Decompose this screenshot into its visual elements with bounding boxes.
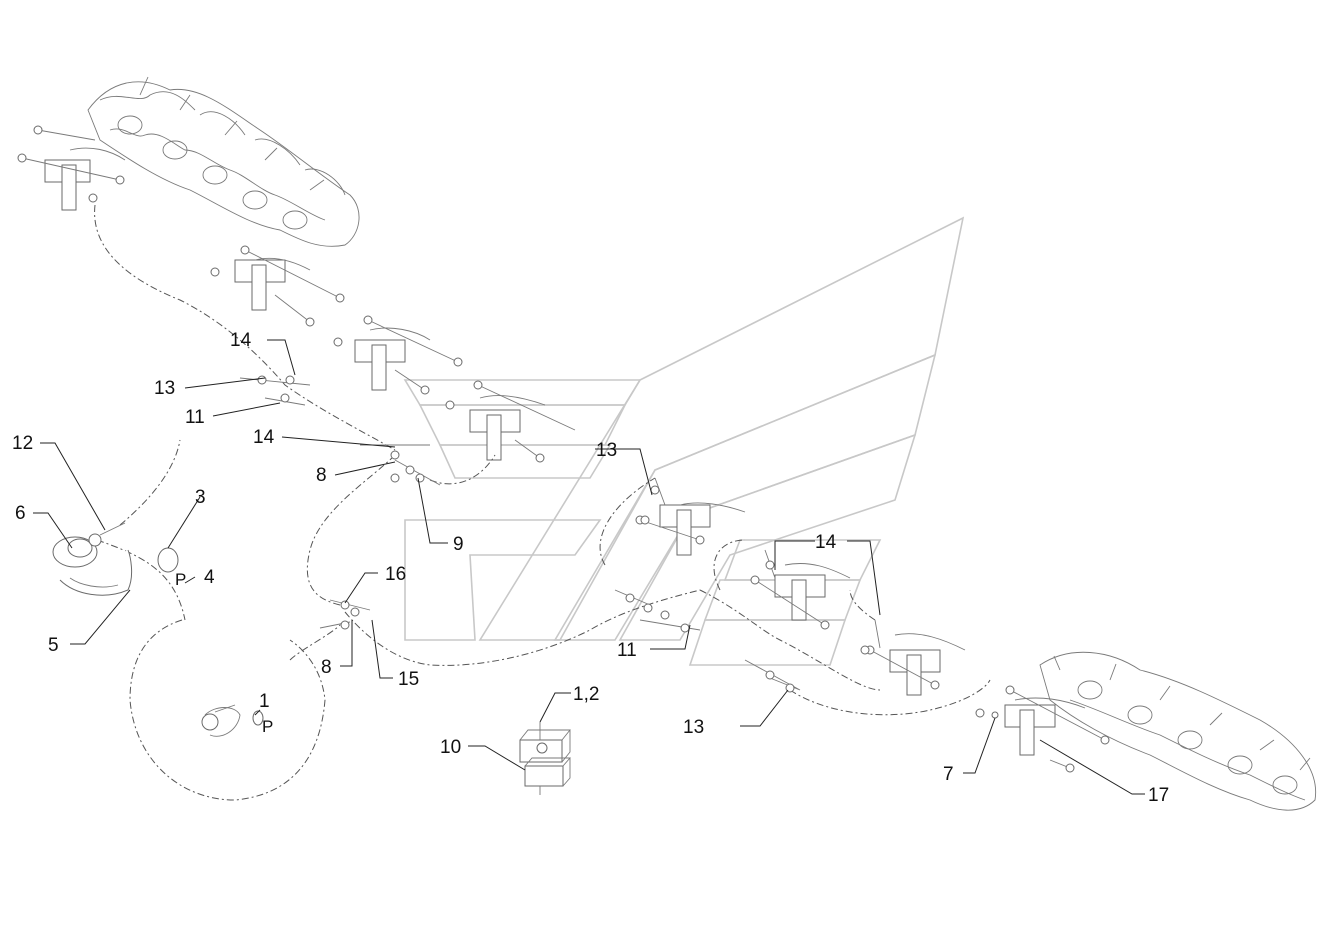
callout-12: 12 [12,433,33,454]
hoses [94,204,991,801]
callout-14-right: 14 [815,532,837,553]
callout-15: 15 [398,669,419,690]
callout-labels: 14 13 11 14 8 9 12 6 3 4 5 16 8 15 1 13 … [12,330,1169,806]
callout-10: 10 [440,737,461,758]
callout-17: 17 [1148,785,1169,806]
callout-8-top: 8 [316,465,327,486]
part-mark-p-b: P [262,717,273,736]
part-mark-p-a: P [175,570,186,589]
mounting-brackets [17,125,1110,773]
callout-3: 3 [195,487,206,508]
rotor-assembly-left [87,76,360,247]
callout-8-bottom: 8 [321,657,332,678]
callout-5: 5 [48,635,59,656]
callout-13-left: 13 [154,378,175,399]
callout-1: 1 [259,691,270,712]
callout-13-mid: 13 [596,440,617,461]
rotor-assembly-right [1039,651,1317,811]
callout-1-2: 1,2 [573,684,599,705]
watermark-logo [403,216,965,666]
o-ring-cap: P [157,547,186,589]
callout-4: 4 [204,567,215,588]
callout-11-left: 11 [185,407,205,428]
callout-7: 7 [943,764,954,785]
leader-lines [33,339,1145,795]
callout-16: 16 [385,564,406,585]
quick-coupler-assembly [52,522,133,596]
callout-14-top: 14 [230,330,252,351]
callout-13-bottom: 13 [683,717,704,738]
callout-9: 9 [453,534,464,555]
callout-6: 6 [15,503,26,524]
support-block [519,722,571,795]
callout-11-right: 11 [617,640,637,661]
callout-14-mid: 14 [253,427,275,448]
fittings [239,375,999,719]
